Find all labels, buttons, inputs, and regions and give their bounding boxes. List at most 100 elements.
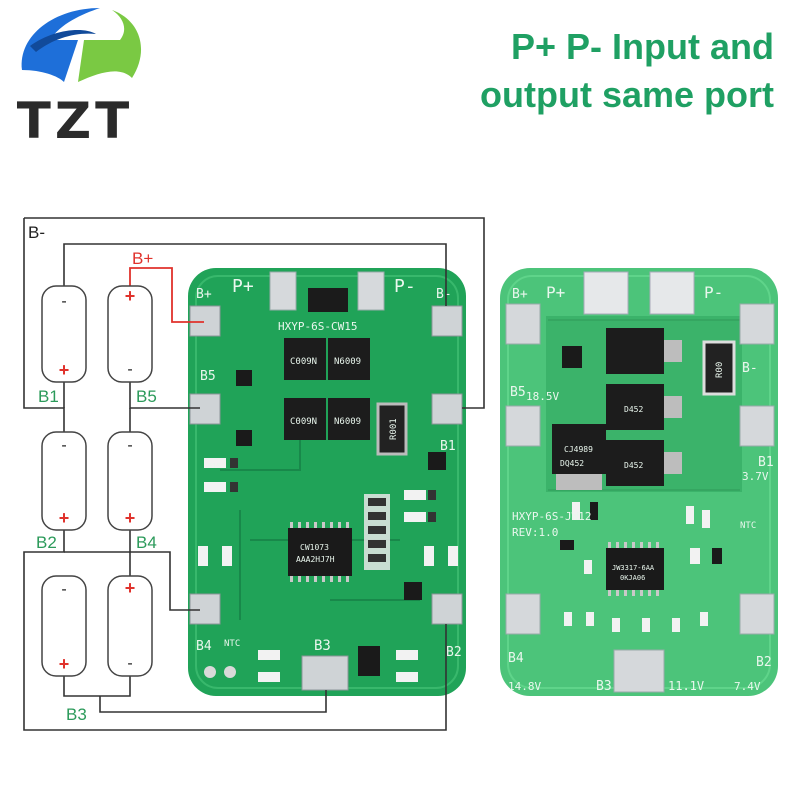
fet-code-2: D452: [624, 405, 643, 414]
pcb-right-pad-b2: [739, 593, 775, 635]
pcb-left-label-b4: B4: [196, 639, 212, 654]
cell-plus: +: [59, 654, 70, 674]
mosfet: [328, 338, 370, 380]
pcb-right-pad-b-plus: [505, 303, 541, 345]
pcb-right-volt-b1: 3.7V: [742, 470, 769, 483]
pcb-left-label-p-plus: P+: [232, 276, 254, 297]
shunt-resistor: [376, 402, 408, 456]
pcb-right-model: HXYP-6S-JW12: [512, 510, 591, 523]
pcb-left-mosfets: C009N N6009 C009N N6009: [284, 338, 370, 440]
label-b4: B4: [136, 533, 157, 552]
protection-ic-right: [606, 548, 664, 590]
pcb-right-volt-b2: 7.4V: [734, 680, 761, 693]
headline-line-1: P+ P- Input and: [510, 26, 774, 67]
wire-b2b: [64, 551, 131, 576]
pcb-right-label-p-minus: P-: [704, 283, 723, 302]
pcb-right-pad-b-minus: [739, 303, 775, 345]
wire-b4: [129, 530, 200, 611]
pcb-right-mosfets: CJ4989 D452 D452 DQ452: [552, 328, 682, 490]
battery-cell: - +: [41, 575, 87, 677]
pcb-right-volt-b5: 18.5V: [526, 390, 559, 403]
battery-cell: + -: [107, 575, 153, 677]
mosfet-code-1: C009N: [290, 357, 317, 367]
fet-code-3: D452: [624, 461, 643, 470]
ic-right-code: JW3317-6AA: [612, 564, 655, 572]
mosfet: [284, 338, 326, 380]
pcb-right-label-b2: B2: [756, 655, 772, 670]
cell-plus: +: [59, 508, 70, 528]
small-components-right: [560, 502, 722, 632]
pcb-left-model: HXYP-6S-CW15: [278, 320, 357, 333]
pcb-left-pad-b-minus: [431, 305, 463, 337]
headline-line-2: output same port: [480, 74, 774, 115]
pcb-right-label-b-plus: B+: [512, 287, 528, 302]
cell-plus: +: [125, 286, 136, 306]
ic-right-sub: 0KJA06: [620, 574, 645, 582]
fet-code-4: DQ452: [560, 459, 584, 468]
pcb-left-label-b-plus: B+: [196, 287, 212, 302]
mosfet-code-3: C009N: [290, 417, 317, 427]
tzt-logo: [21, 8, 142, 82]
wire-outer-frame: [23, 217, 485, 432]
cell-minus: -: [61, 293, 66, 310]
pcb-right-label-b3: B3: [596, 679, 612, 694]
logo-dark-swoosh: [30, 30, 96, 52]
pcb-left-pad-b4: [189, 593, 221, 625]
cell-minus: -: [127, 655, 132, 672]
cell-minus: -: [127, 437, 132, 454]
pcb-left-body: [188, 268, 466, 696]
label-b-plus: B+: [132, 249, 153, 268]
pcb-right-pad-b4: [505, 593, 541, 635]
pcb-right-label-b4: B4: [508, 651, 524, 666]
protection-ic: [288, 528, 352, 576]
pcb-right-label-p-plus: P+: [546, 283, 565, 302]
wire-b2: [23, 530, 447, 731]
pcb-right-label-b1: B1: [758, 455, 774, 470]
resistor-label: R001: [389, 418, 399, 440]
mosfet: [328, 398, 370, 440]
wires: [23, 217, 485, 731]
resistor-right-label: R00: [715, 362, 725, 378]
pcb-right-label-b-minus: B-: [742, 361, 758, 376]
pcb-left-label-b5: B5: [200, 369, 216, 384]
battery-cell: - +: [41, 431, 87, 531]
pcb-left-label-p-minus: P-: [394, 276, 416, 297]
pcb-left-pad-b1: [431, 393, 463, 425]
label-b3: B3: [66, 705, 87, 724]
battery-cell: - +: [107, 431, 153, 531]
label-b5: B5: [136, 387, 157, 406]
fet-code-1: CJ4989: [564, 445, 593, 454]
cell-minus: -: [127, 361, 132, 378]
pcb-board-left: C009N N6009 C009N N6009 R001 CW1073 AAA2…: [188, 268, 466, 696]
wire-b-plus: [129, 267, 204, 323]
cell-plus: +: [125, 578, 136, 598]
wire-b1: [63, 380, 131, 432]
mosfet-code-2: N6009: [334, 357, 361, 367]
part-code: 510: [208, 462, 221, 470]
logo-green-swoosh: [78, 10, 142, 82]
label-b-minus: B-: [28, 223, 45, 242]
mosfet: [284, 398, 326, 440]
pcb-left-label-b-minus: B-: [436, 287, 452, 302]
ic-sub-code: AAA2HJ7H: [296, 555, 335, 564]
pcb-left-label-b2: B2: [446, 645, 462, 660]
pcb-left-label-b3: B3: [314, 638, 331, 654]
cell-minus: -: [61, 581, 66, 598]
pcb-right-pad-p-plus: [583, 271, 629, 315]
wire-b-minus: [63, 243, 447, 306]
label-b2: B2: [36, 533, 57, 552]
wire-b3: [63, 676, 327, 713]
pcb-right-label-b5: B5: [510, 385, 526, 400]
pcb-right-volt-b4: 14.8V: [508, 680, 541, 693]
battery-cell: - +: [41, 285, 87, 383]
pcb-right-pad-b1: [739, 405, 775, 447]
pcb-right-pad-p-minus: [649, 271, 695, 315]
pcb-right-rev: REV:1.0: [512, 526, 558, 539]
cell-minus: -: [61, 437, 66, 454]
pcb-left-label-b1: B1: [440, 439, 456, 454]
pcb-right-ntc: NTC: [740, 521, 756, 531]
ic-code: CW1073: [300, 543, 329, 552]
pcb-left-label-ntc: NTC: [224, 639, 240, 649]
battery-cells: - + + - - + - + - + + -: [41, 285, 153, 677]
